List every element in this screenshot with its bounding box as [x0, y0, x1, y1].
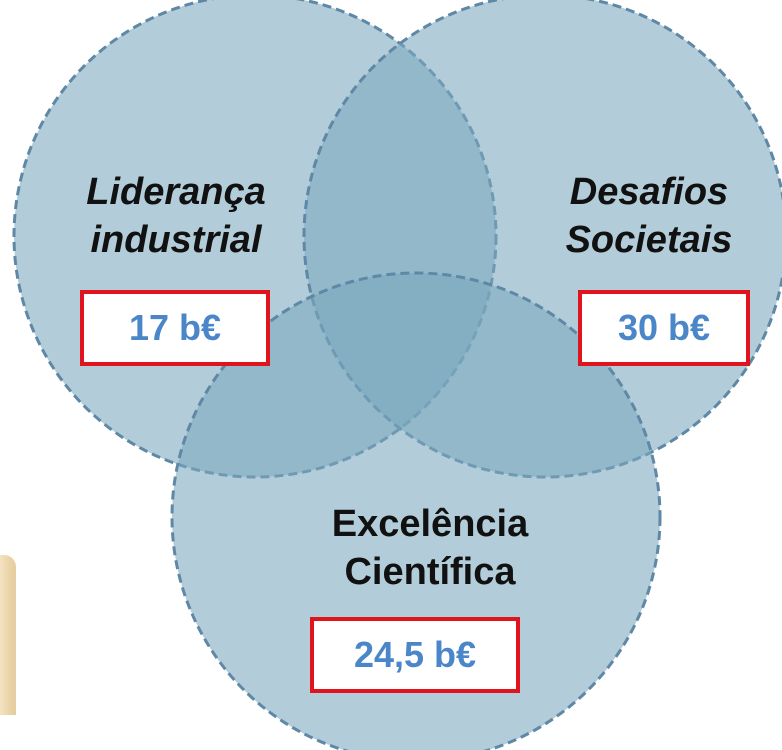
label-lideranca: Liderança industrial — [58, 168, 294, 264]
label-excelencia-line2: Científica — [344, 551, 516, 593]
label-desafios-line2: Societais — [565, 219, 733, 261]
label-lideranca-line2: industrial — [90, 219, 262, 261]
label-desafios: Desafios Societais — [534, 168, 764, 264]
label-excelencia-line1: Excelência — [331, 503, 529, 545]
label-desafios-line1: Desafios — [569, 171, 729, 213]
value-excelencia: 24,5 b€ — [353, 634, 477, 675]
value-desafios: 30 b€ — [617, 307, 711, 348]
label-lideranca-line1: Liderança — [86, 171, 266, 213]
value-box-lideranca: 17 b€ — [80, 290, 270, 366]
decorative-edge-strip — [0, 555, 16, 715]
circle-excelencia-cientifica — [170, 271, 662, 750]
value-lideranca: 17 b€ — [128, 307, 222, 348]
label-excelencia: Excelência Científica — [300, 500, 560, 596]
value-box-desafios: 30 b€ — [578, 290, 750, 366]
value-box-excelencia: 24,5 b€ — [310, 617, 520, 693]
